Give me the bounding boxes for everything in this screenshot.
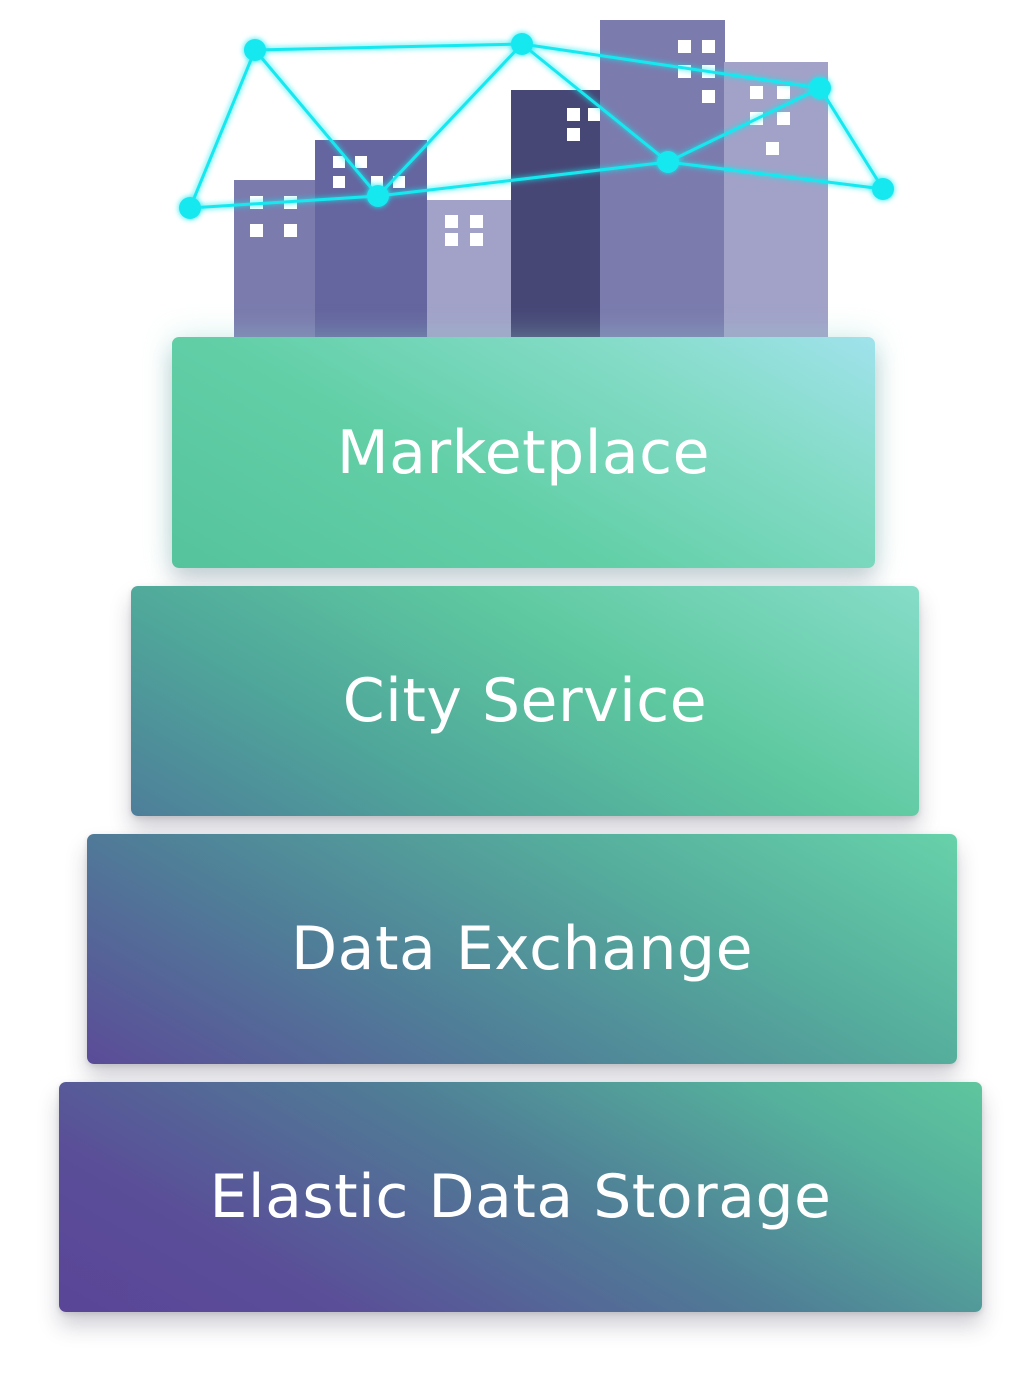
network-node — [511, 33, 533, 55]
layer-label: Elastic Data Storage — [209, 1162, 832, 1232]
building — [724, 62, 828, 338]
network-node — [367, 185, 389, 207]
network-node — [872, 178, 894, 200]
network-node — [809, 77, 831, 99]
network-nodes — [179, 33, 894, 219]
layer-city-service: City Service — [131, 586, 919, 816]
network-node — [244, 39, 266, 61]
smart-city-icon — [179, 20, 894, 338]
building — [234, 180, 316, 338]
building — [315, 140, 427, 338]
network-node — [657, 151, 679, 173]
layer-label: City Service — [342, 666, 708, 736]
building-group — [234, 20, 828, 338]
network-node — [179, 197, 201, 219]
layer-elastic-data-storage: Elastic Data Storage — [59, 1082, 982, 1312]
layer-marketplace: Marketplace — [172, 337, 875, 568]
layer-data-exchange: Data Exchange — [87, 834, 957, 1064]
layer-label: Data Exchange — [290, 914, 753, 984]
layer-label: Marketplace — [336, 417, 711, 488]
